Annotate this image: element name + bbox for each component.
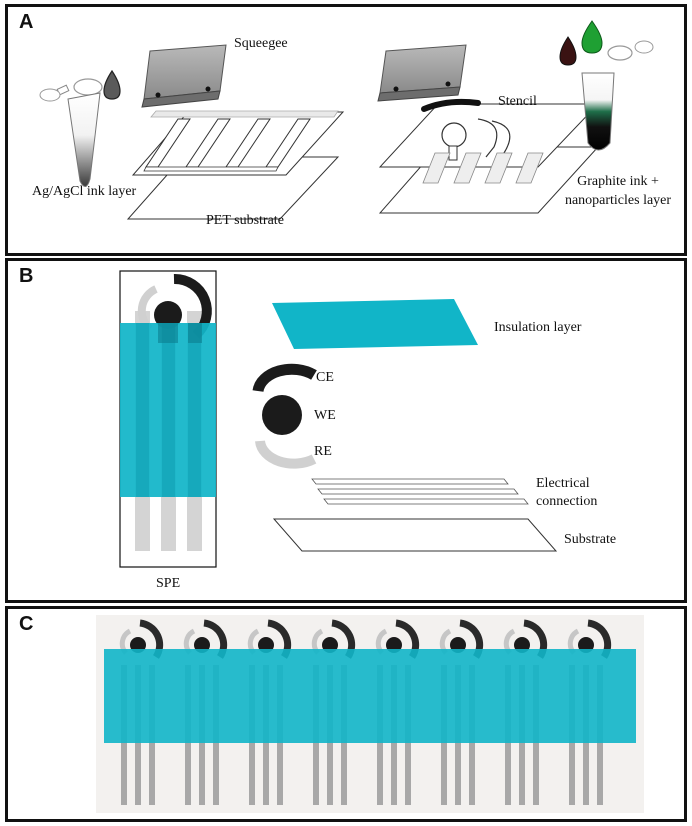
panel-b-letter: B xyxy=(19,265,34,287)
agagcl-pipette-tube-icon xyxy=(39,78,103,187)
panel-a-letter: A xyxy=(19,11,34,33)
graphite-label-line2: nanoparticles layer xyxy=(564,193,672,208)
panel-a-illustration xyxy=(39,20,654,220)
re-electrode-icon xyxy=(255,440,317,469)
stencil-sheets xyxy=(378,98,600,214)
re-label: RE xyxy=(314,444,332,459)
squeegee-label: Squeegee xyxy=(234,36,288,51)
squeegee-icon xyxy=(141,44,227,108)
panel-c: C xyxy=(5,606,687,822)
electrical-connection-strips xyxy=(311,478,529,505)
ink-drop-green-icon xyxy=(581,20,603,54)
we-label: WE xyxy=(314,408,336,423)
spe-device xyxy=(119,270,217,568)
spe-array-photo xyxy=(96,615,644,813)
panel-b-illustration xyxy=(119,270,558,568)
electrical-label-line1: Electrical xyxy=(536,476,590,491)
we-electrode-icon xyxy=(262,395,302,435)
panel-a: A xyxy=(5,4,687,256)
pet-substrate-sheets xyxy=(126,110,345,220)
ink-drop-dark-icon xyxy=(559,36,577,66)
electrical-label-line2: connection xyxy=(536,494,598,509)
insulation-layer-sheet xyxy=(272,299,478,349)
squeegee-right-icon xyxy=(377,44,467,102)
ce-electrode-icon xyxy=(252,363,317,393)
ink-drop-grey-icon xyxy=(103,69,121,100)
ce-label: CE xyxy=(316,370,334,385)
insulation-layer-label: Insulation layer xyxy=(494,320,582,335)
graphite-pipette-tube-icon xyxy=(581,40,654,151)
substrate-sheet xyxy=(272,518,558,552)
spe-label: SPE xyxy=(156,576,181,591)
insulation-strip xyxy=(104,649,636,743)
panel-b: B xyxy=(5,258,687,603)
agagcl-label: Ag/AgCl ink layer xyxy=(32,184,137,199)
pet-substrate-label: PET substrate xyxy=(206,213,284,228)
stencil-label: Stencil xyxy=(498,94,537,109)
graphite-label-line1: Graphite ink + xyxy=(577,174,659,189)
panel-c-letter: C xyxy=(19,613,34,635)
substrate-label: Substrate xyxy=(564,532,617,547)
